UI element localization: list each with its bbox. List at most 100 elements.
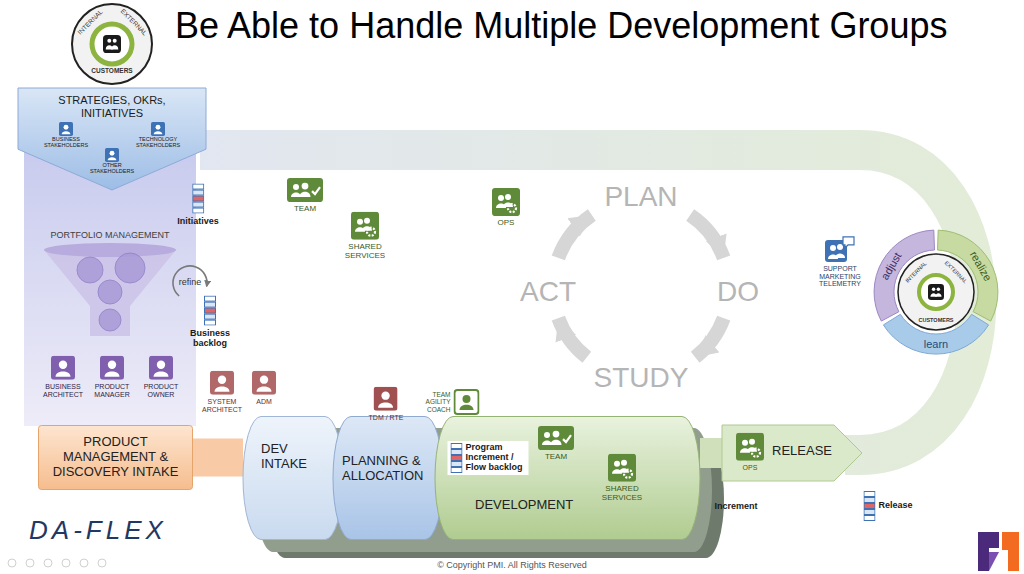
ring-label-text: learn — [924, 338, 948, 350]
person-icon — [105, 148, 119, 162]
person-icon — [51, 356, 75, 380]
node-text: PLANNING & ALLOCATION — [342, 454, 434, 484]
role-label-text: ADM — [256, 398, 272, 406]
node-text: DEV INTAKE — [261, 442, 331, 472]
pdca-cycle — [558, 215, 723, 357]
role-label: OPS — [492, 188, 520, 228]
role-label-text: PRODUCT MANAGER — [87, 383, 137, 398]
ring-label: learn — [924, 338, 948, 350]
pdca-step: STUDY — [594, 363, 689, 394]
stakeholder: BUSINESS STAKEHOLDERS — [36, 122, 96, 152]
badge-text: CUSTOMERS — [918, 317, 953, 323]
shared-icon — [608, 454, 636, 482]
person-icon — [149, 356, 173, 380]
feedback-ring — [919, 275, 953, 309]
team-icon — [287, 178, 323, 202]
backlog-label: Initiatives — [177, 184, 219, 227]
backlog-icon — [864, 492, 875, 521]
role-label: TEAM — [538, 426, 574, 462]
increment-label-text: Increment — [714, 502, 757, 512]
pdca-step-text: STUDY — [594, 363, 689, 394]
toolbar-dots — [62, 559, 70, 567]
portfolio-funnel-shape — [77, 257, 103, 283]
support-icon — [825, 237, 854, 262]
pdca-cycle — [690, 215, 724, 258]
customers-badge — [72, 4, 152, 84]
team-icon — [538, 426, 574, 450]
person-icon — [210, 371, 234, 395]
portfolio-column — [24, 150, 196, 426]
role-label: SHARED SERVICES — [596, 454, 648, 503]
role-label-text: TDM / RTE — [369, 414, 404, 422]
role-label: TDM / RTE — [369, 387, 404, 422]
backlog-label-text: Release — [878, 501, 912, 511]
planning-cylinder-shape — [333, 417, 443, 540]
node-text: PORTFOLIO MANAGEMENT — [51, 230, 170, 240]
team-icon — [287, 178, 323, 202]
backlog-icon — [205, 296, 216, 325]
role-label-text: TEAM — [294, 205, 316, 214]
pmi-logo — [989, 552, 999, 571]
shared-icon — [351, 212, 379, 240]
role-label: SUPPORT MARKETING TELEMETRY — [810, 236, 870, 288]
backlog-icon — [204, 296, 216, 326]
feedback-ring — [874, 230, 998, 354]
flow-band — [193, 439, 243, 477]
pdca-cycle — [558, 215, 592, 258]
node-text: STRATEGIES, OKRs, INITIATIVES — [48, 94, 176, 119]
backlog-label-text: Program Increment / Flow backlog — [466, 443, 526, 473]
refine-cycle — [173, 266, 207, 296]
shared-icon — [492, 188, 520, 216]
backlog-label: Program Increment / Flow backlog — [448, 441, 529, 475]
shared-icon — [492, 188, 520, 216]
person-icon — [151, 122, 165, 136]
pdca-step: DO — [717, 277, 759, 308]
toolbar-dots — [8, 559, 16, 567]
person-icon — [151, 122, 165, 136]
person-icon — [59, 122, 73, 136]
support-icon — [825, 236, 855, 262]
loop-band — [200, 150, 976, 455]
framework-name-text: DA-FLEX — [29, 516, 167, 545]
role-label-text: OPS — [498, 219, 515, 228]
toolbar-dots — [26, 559, 34, 567]
role-label-text: TEAM AGILITY COACH — [417, 391, 451, 412]
refine-cycle — [173, 266, 207, 296]
pmi-logo — [978, 532, 1019, 571]
loop-band — [200, 150, 976, 455]
shared-icon — [608, 454, 636, 482]
backlog-icon — [451, 443, 463, 473]
badge-text: CUSTOMERS — [91, 67, 132, 74]
person-icon — [252, 371, 276, 395]
person-icon — [100, 356, 124, 380]
cycle-label-text: refine — [179, 278, 202, 288]
backlog-icon — [863, 491, 875, 521]
copyright-note-text: © Copyright PMI. All Rights Reserved — [437, 561, 587, 571]
role-label: ADM — [252, 371, 276, 406]
portfolio-funnel-shape — [99, 309, 121, 331]
dev-intake-cylinder-shape — [243, 417, 343, 540]
shared-icon — [736, 433, 764, 461]
role-label: SHARED SERVICES — [335, 212, 395, 261]
flow-band — [700, 438, 722, 468]
person-icon — [100, 356, 124, 380]
badge-text-text: CUSTOMERS — [91, 67, 132, 74]
dev-intake-cylinder: DEV INTAKE — [243, 416, 343, 540]
person-icon — [252, 371, 276, 395]
node-text: BUSINESS STAKEHOLDERS — [36, 136, 96, 149]
node-text: DEVELOPMENT — [475, 498, 573, 513]
customers-badge — [103, 35, 121, 53]
person-icon — [51, 356, 75, 380]
person-icon — [374, 387, 398, 411]
release-arrow-shape — [722, 425, 862, 481]
role-label-text: SUPPORT MARKETING TELEMETRY — [810, 265, 870, 288]
coach-icon — [455, 390, 479, 414]
customers-badge — [72, 4, 152, 84]
development-cylinder-shape — [435, 417, 700, 540]
cycle-label: refine — [179, 278, 202, 288]
person-icon — [59, 122, 73, 136]
shared-icon — [351, 212, 379, 240]
feedback-ring — [883, 314, 988, 354]
backlog-label-text: Initiatives — [177, 217, 219, 227]
role-label: PRODUCT OWNER — [136, 356, 186, 398]
